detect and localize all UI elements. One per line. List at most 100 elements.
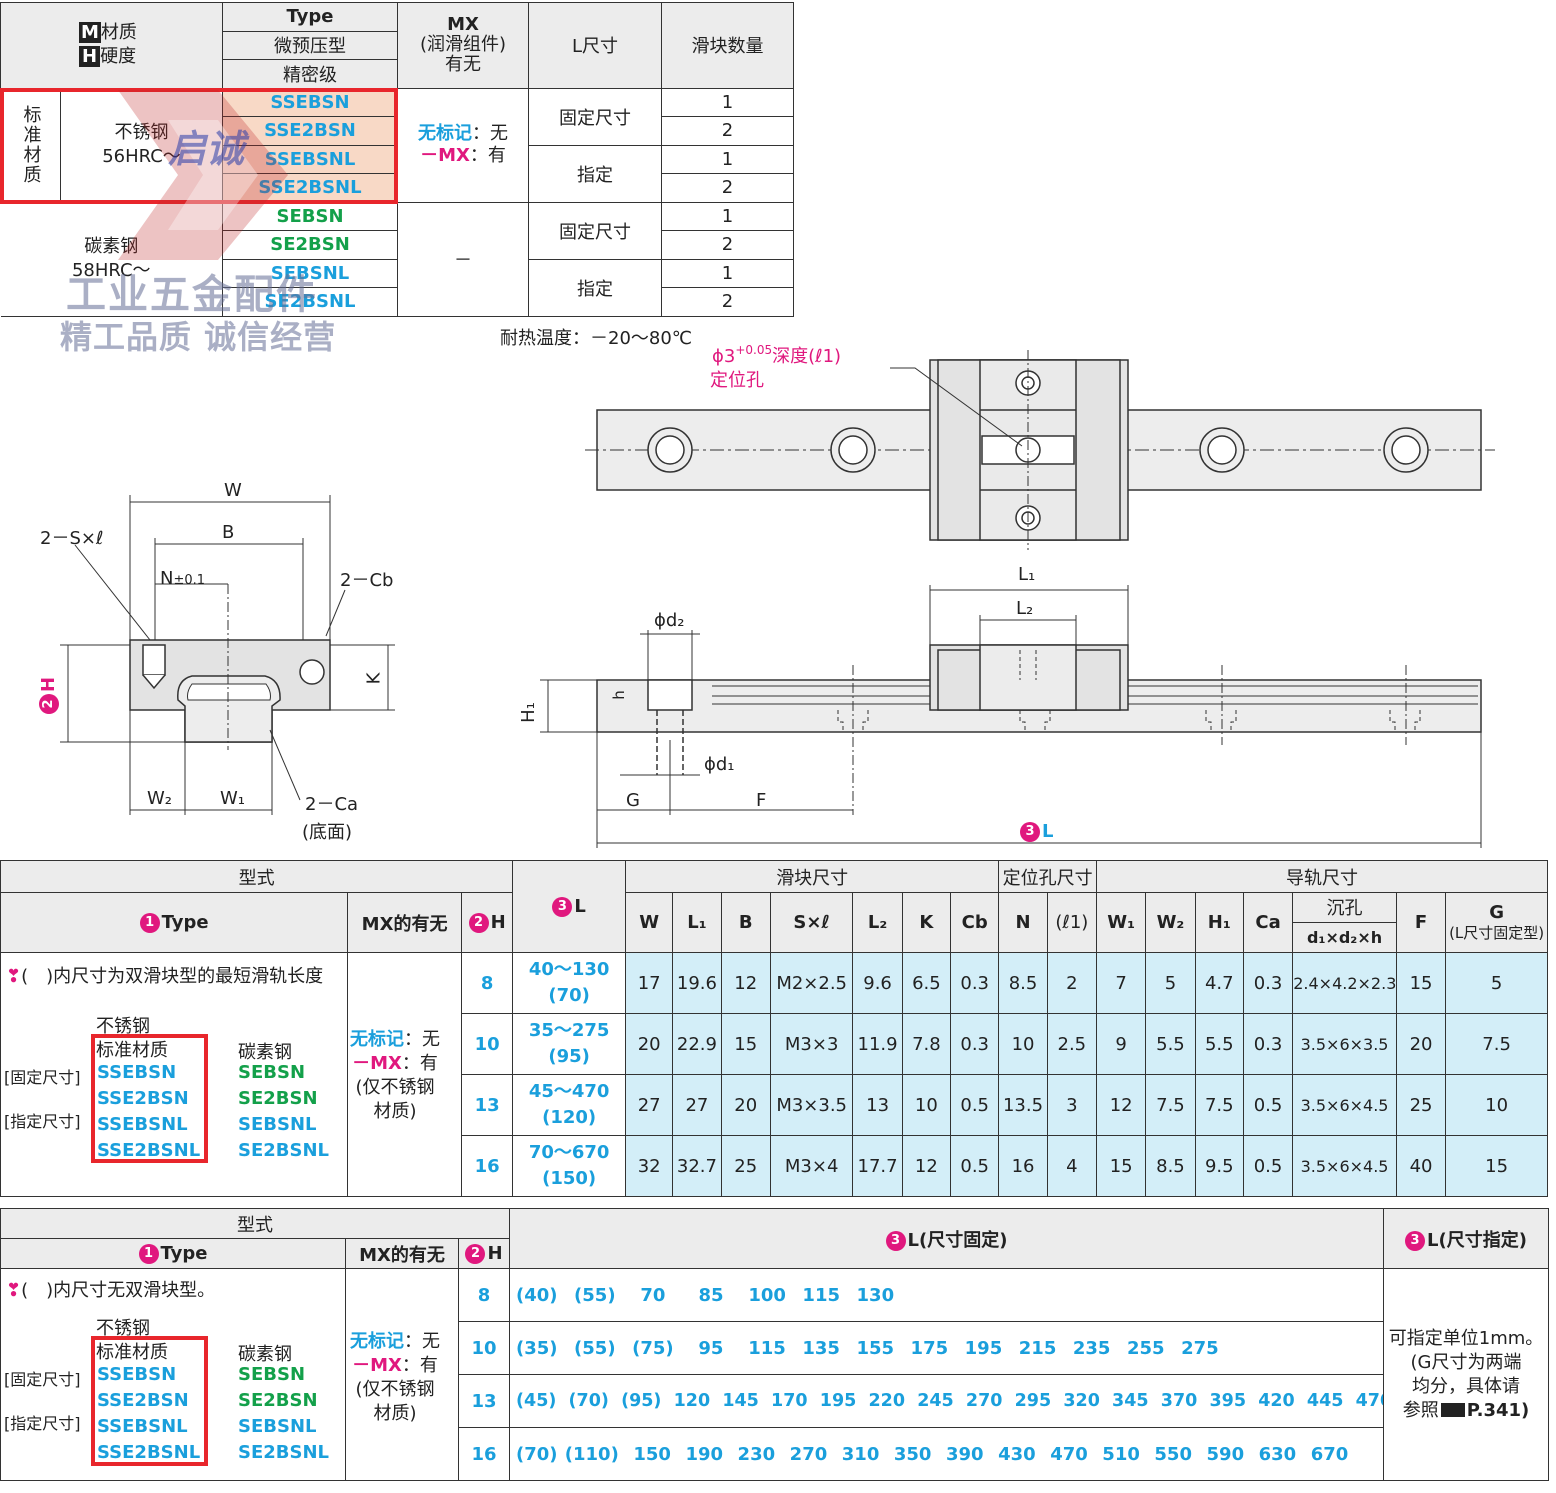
len-values: (40) (55) 70 85 100 115 130 [509, 1268, 1385, 1322]
spec-cell: 5 [1445, 952, 1548, 1014]
dim-cb: 2－Cb [340, 570, 394, 591]
len-h-mx: MX的有无 [345, 1238, 459, 1269]
spec-cell: 3 [1046, 1074, 1097, 1136]
temperature-note: 耐热温度：－20～80℃ [500, 328, 693, 349]
len-legend-spec: [指定尺寸] [4, 1414, 81, 1433]
spec-cell: 0.3 [1242, 952, 1294, 1014]
len-h-val: 8 [457, 1268, 511, 1322]
legend-ss-3: SSE2BSNL [97, 1140, 201, 1161]
hole-name: 定位孔 [710, 370, 764, 391]
spec-cell: M3×4 [769, 1135, 854, 1197]
spec-h-l1: L₁ [672, 892, 722, 953]
legend-fixed: [固定尺寸] [4, 1068, 81, 1087]
len-legend-std: 标准材质 [96, 1342, 168, 1363]
spec-row-13: 13 45～470(120) 27 27 20 M3×3.5 13 10 0.5… [1, 1074, 1548, 1136]
spec-cell: 5.5 [1194, 1013, 1244, 1075]
len-row-8: 8 (40) (55) 70 85 100 115 130 可指定单位1mm。(… [0, 1268, 1550, 1481]
spec-cell: 20 [720, 1074, 771, 1136]
legend-carbon: 碳素钢 [238, 1042, 292, 1063]
qty-8: 2 [661, 287, 795, 317]
spec-cell: 10 [998, 1013, 1048, 1075]
spec-cell: 12 [901, 1135, 952, 1197]
len-row-10: 10 (35) (55) (75) 95 115 135 155 175 195… [1, 1321, 1549, 1375]
spec-cell: 27 [672, 1074, 722, 1136]
dim-ca: 2－Ca [305, 794, 359, 815]
spec-legend-cell [0, 952, 349, 1197]
spec-cell: 0.5 [1242, 1074, 1294, 1136]
spec-cell: 15 [1445, 1135, 1548, 1197]
dim-n: N±0.1 [160, 568, 206, 589]
technical-drawing: ϕ3+0.05深度(ℓ1) 定位孔 W B N±0.1 2－S×ℓ 2－Cb 2… [0, 318, 1556, 858]
l-fixed-2: 固定尺寸 [528, 201, 663, 260]
spec-cell: 13.5 [998, 1074, 1048, 1136]
spec-h-g: G(L尺寸固定型) [1445, 892, 1548, 953]
header-l-size: L尺寸 [528, 2, 663, 89]
spec-cell: 9.6 [852, 952, 903, 1014]
len-legend-mx: 无标记：无 －MX：有 (仅不锈钢材质) [350, 1331, 440, 1424]
type-se2bsnl: SE2BSNL [222, 287, 399, 317]
spec-cell: 3.5×6×4.5 [1292, 1074, 1397, 1136]
spec-h-k: K [901, 892, 952, 953]
dim-d1: ϕd₁ [704, 754, 735, 775]
len-legend-carbon: 碳素钢 [238, 1344, 292, 1365]
legend-c-2: SEBSNL [238, 1114, 317, 1135]
spec-cell: 0.5 [950, 1074, 1000, 1136]
spec-l-range: 35～275(95) [512, 1013, 626, 1075]
spec-cell: 11.9 [852, 1013, 903, 1075]
spec-legend: ❣( )内尺寸为双滑块型的最短滑轨长度 不锈钢 标准材质 碳素钢 [固定尺寸] … [0, 952, 460, 1196]
l-spec-2: 指定 [528, 258, 663, 317]
dim-w: W [224, 480, 242, 501]
spec-h-h1: H₁ [1194, 892, 1244, 953]
spec-cell: 12 [720, 952, 771, 1014]
spec-h-ca: Ca [1242, 892, 1294, 953]
spec-cell: 0.3 [1242, 1013, 1294, 1075]
spec-h-b: B [720, 892, 771, 953]
dim-sxl: 2－S×ℓ [40, 528, 104, 549]
spec-l-range: 70～670(150) [512, 1135, 626, 1197]
spec-cell: 4.7 [1194, 952, 1244, 1014]
spec-mx-cell [347, 952, 462, 1197]
spec-cell: 0.3 [950, 1013, 1000, 1075]
legend-ss-1: SSE2BSN [97, 1088, 189, 1109]
len-row-16: 16 (70) (110) 150 190 230 270 310 350 39… [1, 1427, 1549, 1481]
spec-cell: 15 [720, 1013, 771, 1075]
spec-h-l2: L₂ [852, 892, 903, 953]
qty-1: 1 [661, 87, 795, 117]
header-type-preload: 微预压型 [222, 30, 399, 60]
spec-cell: 10 [1445, 1074, 1548, 1136]
spec-h-val: 8 [460, 952, 514, 1014]
type-sse2bsnl: SSE2BSNL [222, 173, 399, 203]
dim-f: F [756, 790, 767, 811]
spec-cell: 25 [1395, 1074, 1447, 1136]
qty-2: 2 [661, 116, 795, 146]
dim-h1: H₁ [517, 702, 539, 723]
spec-cell: 0.5 [1242, 1135, 1294, 1197]
type-ssebsnl: SSEBSNL [222, 144, 399, 174]
spec-h-rail: 导轨尺寸 [1095, 860, 1549, 893]
dim-ca-note: (底面) [302, 822, 353, 843]
type-sebsnl: SEBSNL [222, 258, 399, 288]
spec-cell: 16 [998, 1135, 1048, 1197]
legend-c-3: SE2BSNL [238, 1140, 330, 1161]
spec-cell: 22.9 [672, 1013, 722, 1075]
spec-h-form: 型式 [0, 860, 514, 893]
len-values: (45) (70) (95) 120 145 170 195 220 245 2… [509, 1374, 1385, 1428]
spec-cell: 20 [1395, 1013, 1447, 1075]
spec-row-10: 10 35～275(95) 20 22.9 15 M3×3 11.9 7.8 0… [1, 1013, 1548, 1075]
dim-w2: W₂ [147, 788, 173, 809]
dim-l2: L₂ [1016, 598, 1034, 619]
len-legend-stainless: 不锈钢 [96, 1318, 150, 1339]
len-values: (70) (110) 150 190 230 270 310 350 390 4… [509, 1427, 1385, 1481]
spec-h-w: W [624, 892, 674, 953]
spec-cell: 5.5 [1145, 1013, 1196, 1075]
len-note: ❣( )内尺寸无双滑块型。 [6, 1280, 216, 1301]
spec-cell: 9 [1095, 1013, 1147, 1075]
page-ref-icon [1440, 1402, 1465, 1417]
spec-cell: M3×3 [769, 1013, 854, 1075]
spec-cell: 8.5 [1145, 1135, 1196, 1197]
